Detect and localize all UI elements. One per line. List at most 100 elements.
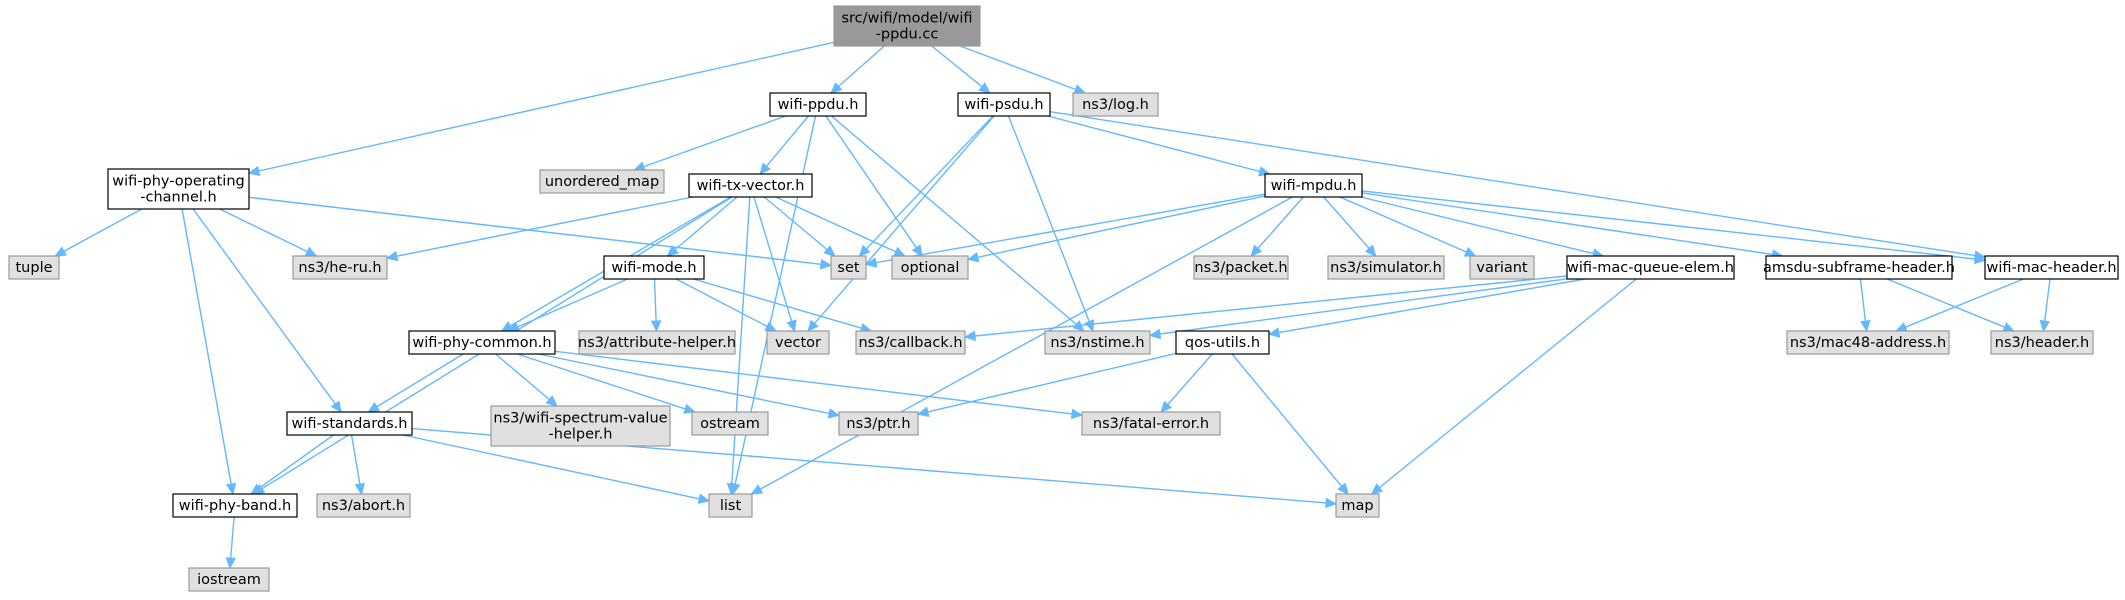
node-wifi-mpdu[interactable]: wifi-mpdu.h (1264, 173, 1363, 198)
node-box[interactable] (957, 92, 1051, 117)
node-root[interactable]: src/wifi/model/wifi-ppdu.cc (833, 5, 981, 47)
node-box[interactable] (708, 493, 753, 518)
node-ns3-abort[interactable]: ns3/abort.h (316, 493, 411, 518)
node-wifi-psdu[interactable]: wifi-psdu.h (957, 92, 1051, 117)
node-ns3-header[interactable]: ns3/header.h (1990, 330, 2094, 355)
edge-line (759, 196, 1293, 490)
node-qos-utils[interactable]: qos-utils.h (1175, 330, 1270, 355)
node-box[interactable] (1264, 173, 1363, 198)
node-box[interactable] (691, 411, 769, 436)
node-box[interactable] (1786, 330, 1950, 355)
edge-line (674, 196, 738, 251)
node-box[interactable] (107, 168, 250, 210)
node-box[interactable] (1469, 255, 1535, 280)
node-box[interactable] (1175, 330, 1270, 355)
edge-wifi-standards-to-ns3-abort (350, 434, 365, 496)
node-ns3-he-ru[interactable]: ns3/he-ru.h (292, 255, 388, 280)
edge-line (731, 196, 751, 485)
node-ns3-nstime[interactable]: ns3/nstime.h (1044, 330, 1151, 355)
node-vector[interactable]: vector (766, 330, 830, 355)
node-label: variant (1476, 260, 1528, 276)
node-label: amsdu-subframe-header.h (1763, 260, 1955, 276)
node-box[interactable] (408, 330, 556, 355)
node-ns3-attribute-helper[interactable]: ns3/attribute-helper.h (578, 330, 736, 355)
node-ns3-callback[interactable]: ns3/callback.h (855, 330, 966, 355)
edge-wifi-tx-vector-to-list (726, 196, 751, 496)
node-tuple[interactable]: tuple (8, 255, 60, 280)
node-box[interactable] (172, 493, 298, 518)
node-wifi-ppdu[interactable]: wifi-ppdu.h (769, 92, 867, 117)
node-box[interactable] (1193, 255, 1289, 280)
node-box[interactable] (1335, 493, 1380, 518)
node-wifi-mac-queue-elem[interactable]: wifi-mac-queue-elem.h (1566, 255, 1735, 280)
node-box[interactable] (603, 255, 705, 280)
node-wifi-phy-band[interactable]: wifi-phy-band.h (172, 493, 298, 518)
edge-wifi-mode-to-ns3-callback (693, 278, 873, 334)
node-box[interactable] (891, 255, 969, 280)
node-box[interactable] (855, 330, 966, 355)
edge-wifi-ppdu-to-unordered_map (633, 115, 786, 172)
edge-wifi-mpdu-to-list (750, 196, 1293, 495)
edge-wifi-mpdu-to-set (864, 193, 1266, 268)
node-box[interactable] (188, 567, 270, 592)
node-list[interactable]: list (708, 493, 753, 518)
node-box[interactable] (830, 255, 867, 280)
node-unordered_map[interactable]: unordered_map (539, 169, 665, 194)
node-box[interactable] (490, 405, 671, 447)
node-iostream[interactable]: iostream (188, 567, 270, 592)
node-ns3-packet[interactable]: ns3/packet.h (1193, 255, 1289, 280)
node-amsdu-subframe-header[interactable]: amsdu-subframe-header.h (1763, 255, 1955, 280)
edge-line (402, 434, 700, 500)
node-ns3-ptr[interactable]: ns3/ptr.h (838, 411, 919, 436)
node-wifi-phy-operating-channel[interactable]: wifi-phy-operating-channel.h (107, 168, 250, 210)
node-ns3-log[interactable]: ns3/log.h (1072, 92, 1159, 117)
node-box[interactable] (1765, 255, 1953, 280)
node-box[interactable] (1990, 330, 2094, 355)
node-set[interactable]: set (830, 255, 867, 280)
node-ns3-fatal-error[interactable]: ns3/fatal-error.h (1081, 411, 1221, 436)
node-label: iostream (197, 572, 261, 588)
node-ns3-simulator[interactable]: ns3/simulator.h (1327, 255, 1445, 280)
node-box[interactable] (769, 92, 867, 117)
node-variant[interactable]: variant (1469, 255, 1535, 280)
node-box[interactable] (833, 5, 981, 47)
node-box[interactable] (578, 330, 736, 355)
node-box[interactable] (286, 411, 413, 436)
node-wifi-phy-common[interactable]: wifi-phy-common.h (408, 330, 556, 355)
node-box[interactable] (688, 173, 813, 198)
node-box[interactable] (766, 330, 830, 355)
edge-line (181, 208, 232, 485)
node-box[interactable] (292, 255, 388, 280)
edge-line (554, 350, 1073, 415)
node-box[interactable] (838, 411, 919, 436)
node-ns3-mac48-address[interactable]: ns3/mac48-address.h (1786, 330, 1950, 355)
edge-wifi-mode-to-wifi-phy-common (507, 278, 628, 332)
edge-wifi-mode-to-ns3-attribute-helper (650, 278, 662, 333)
edge-line (865, 115, 994, 250)
node-wifi-tx-vector[interactable]: wifi-tx-vector.h (688, 173, 813, 198)
node-label: list (720, 498, 742, 514)
node-wifi-mac-header[interactable]: wifi-mac-header.h (1984, 255, 2119, 280)
node-box[interactable] (316, 493, 411, 518)
node-box[interactable] (1566, 255, 1735, 280)
edge-wifi-mac-header-to-ns3-header (2039, 278, 2051, 333)
node-box[interactable] (8, 255, 60, 280)
arrowhead-icon (1364, 244, 1377, 257)
edge-wifi-mode-to-vector (675, 278, 777, 332)
node-box[interactable] (1044, 330, 1151, 355)
node-box[interactable] (1081, 411, 1221, 436)
node-wifi-mode[interactable]: wifi-mode.h (603, 255, 705, 280)
node-box[interactable] (539, 169, 665, 194)
node-label: vector (775, 335, 821, 351)
node-box[interactable] (1072, 92, 1159, 117)
node-label: ns3/attribute-helper.h (578, 335, 736, 351)
node-ostream[interactable]: ostream (691, 411, 769, 436)
node-optional[interactable]: optional (891, 255, 969, 280)
node-ns3-wifi-spectrum-value-helper[interactable]: ns3/wifi-spectrum-value-helper.h (490, 405, 671, 447)
node-box[interactable] (1327, 255, 1445, 280)
node-box[interactable] (1984, 255, 2119, 280)
node-map[interactable]: map (1335, 493, 1380, 518)
arrowhead-icon (304, 246, 318, 257)
node-wifi-standards[interactable]: wifi-standards.h (286, 411, 413, 436)
arrowhead-icon (1148, 328, 1162, 340)
